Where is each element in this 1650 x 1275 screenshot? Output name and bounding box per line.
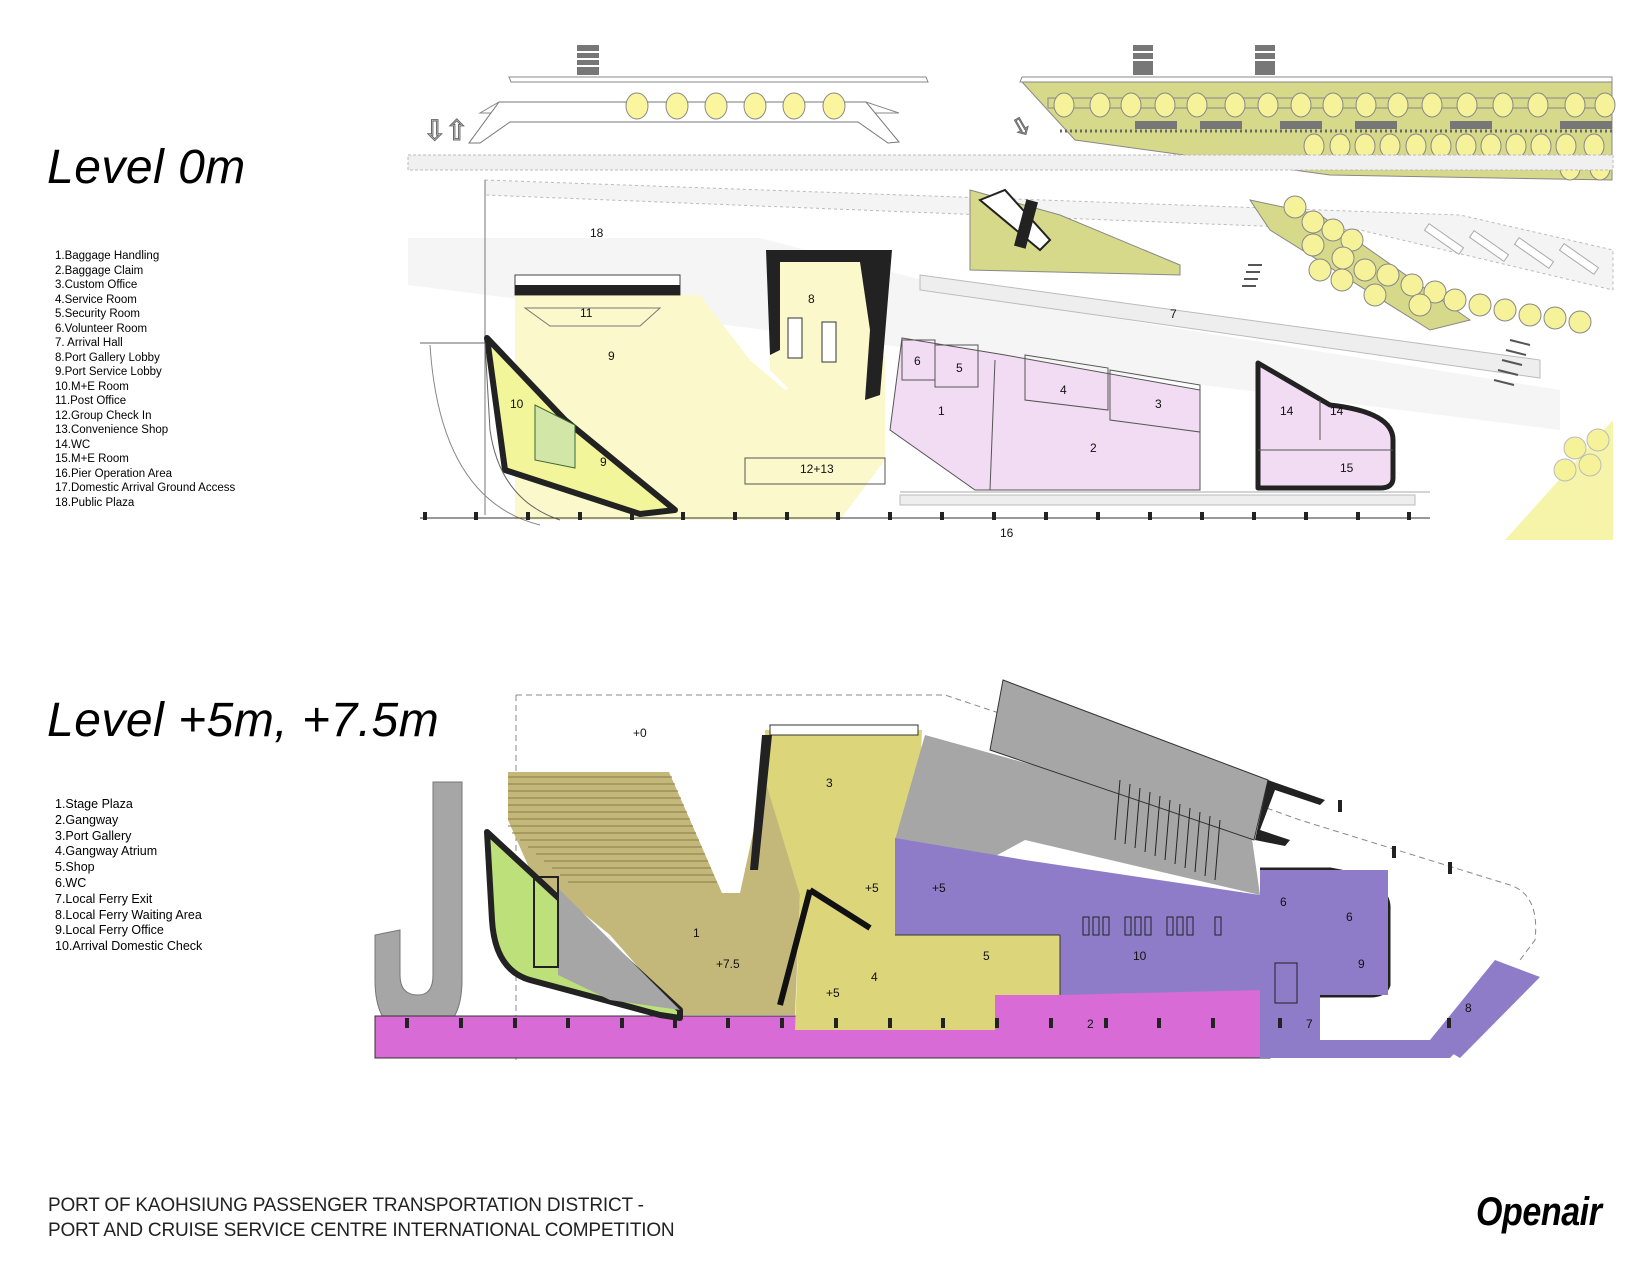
project-title-line-2: PORT AND CRUISE SERVICE CENTRE INTERNATI…: [48, 1220, 675, 1241]
legend-item: 11.Post Office: [55, 395, 127, 407]
legend-item: 1.Baggage Handling: [55, 250, 160, 262]
level-5-title: Level +5m, +7.5m: [47, 694, 440, 747]
arrow-up-icon: ⇧: [445, 115, 468, 146]
plan-label: 4: [1060, 383, 1067, 397]
legend-item: 9.Port Service Lobby: [55, 366, 162, 378]
level-0-floor-plan: ⇩ ⇧ ⇩: [0, 0, 1650, 560]
plan-label: +0: [633, 726, 647, 740]
legend-item: 2.Baggage Claim: [55, 264, 144, 277]
project-title: PORT OF KAOHSIUNG PASSENGER TRANSPORTATI…: [48, 1193, 675, 1243]
plan-label: 5: [956, 361, 963, 375]
plan-label: 14: [1330, 404, 1344, 418]
plan-label: 5: [983, 949, 990, 963]
plan-label: 10: [510, 397, 524, 411]
plan-label: 15: [1340, 461, 1354, 475]
plan-label: 9: [600, 455, 607, 469]
plan-label: 6: [1280, 895, 1287, 909]
legend-item: 4.Service Room: [55, 293, 137, 306]
plan-label: 4: [871, 970, 878, 984]
legend-item: 16.Pier Operation Area: [55, 467, 172, 480]
legend-item: 9.Local Ferry Office: [55, 923, 164, 938]
legend-item: 17.Domestic Arrival Ground Access: [55, 482, 236, 494]
legend-item: 2.Gangway: [55, 812, 119, 827]
plan-label: 7: [1170, 307, 1177, 321]
plan-label: 2: [1090, 441, 1097, 455]
arrow-down-icon: ⇩: [423, 115, 446, 146]
plan-label: 6: [914, 354, 921, 368]
plan-label: 8: [1465, 1001, 1472, 1015]
brand-logo: Openair: [1476, 1190, 1602, 1234]
level-0-title: Level 0m: [47, 141, 246, 194]
plan-label: 12+13: [800, 462, 834, 476]
legend-item: 6.Volunteer Room: [55, 322, 148, 335]
legend-item: 13.Convenience Shop: [55, 424, 169, 436]
legend-item: 12.Group Check In: [55, 409, 152, 422]
plan-label: +5: [865, 881, 879, 895]
legend-item: 10.Arrival Domestic Check: [55, 939, 203, 954]
plan-label: +5: [826, 986, 840, 1000]
plan-label: 3: [1155, 397, 1162, 411]
plan-label: +7.5: [716, 957, 740, 971]
plan-label: 16: [1000, 526, 1014, 540]
legend-item: 4.Gangway Atrium: [55, 844, 158, 859]
legend-item: 6.WC: [55, 875, 87, 890]
legend-item: 15.M+E Room: [55, 453, 129, 465]
plan-label: 3: [826, 776, 833, 790]
level-0-legend: 1.Baggage Handling 2.Baggage Claim 3.Cus…: [55, 249, 235, 510]
legend-item: 5.Security Room: [55, 308, 141, 320]
legend-item: 5.Shop: [55, 860, 95, 875]
legend-item: 8.Port Gallery Lobby: [55, 351, 160, 364]
level-5-legend: 1.Stage Plaza 2.Gangway 3.Port Gallery 4…: [55, 797, 202, 955]
legend-item: 14.WC: [55, 438, 91, 451]
plan-label: 1: [693, 926, 700, 940]
legend-item: 3.Custom Office: [55, 279, 138, 291]
legend-item: 10.M+E Room: [55, 380, 129, 393]
legend-item: 1.Stage Plaza: [55, 797, 133, 811]
legend-item: 3.Port Gallery: [55, 828, 132, 843]
plan-label: 14: [1280, 404, 1294, 418]
ship-icon: [468, 45, 929, 144]
plan-label: 11: [580, 306, 593, 320]
plan-label: +5: [932, 881, 946, 895]
legend-item: 7.Local Ferry Exit: [55, 891, 153, 906]
project-title-line-1: PORT OF KAOHSIUNG PASSENGER TRANSPORTATI…: [48, 1195, 644, 1216]
legend-item: 7. Arrival Hall: [55, 337, 123, 349]
plan-label: 18: [590, 226, 604, 240]
plan-label: 7: [1306, 1017, 1313, 1031]
legend-item: 18.Public Plaza: [55, 496, 135, 509]
plan-label: 9: [608, 349, 615, 363]
plan-label: 9: [1358, 957, 1365, 971]
plan-label: 6: [1346, 910, 1353, 924]
plan-label: 8: [808, 292, 815, 306]
plan-label: 10: [1133, 949, 1147, 963]
plan-label: 2: [1087, 1017, 1094, 1031]
legend-item: 8.Local Ferry Waiting Area: [55, 907, 202, 922]
plan-label: 1: [938, 404, 945, 418]
